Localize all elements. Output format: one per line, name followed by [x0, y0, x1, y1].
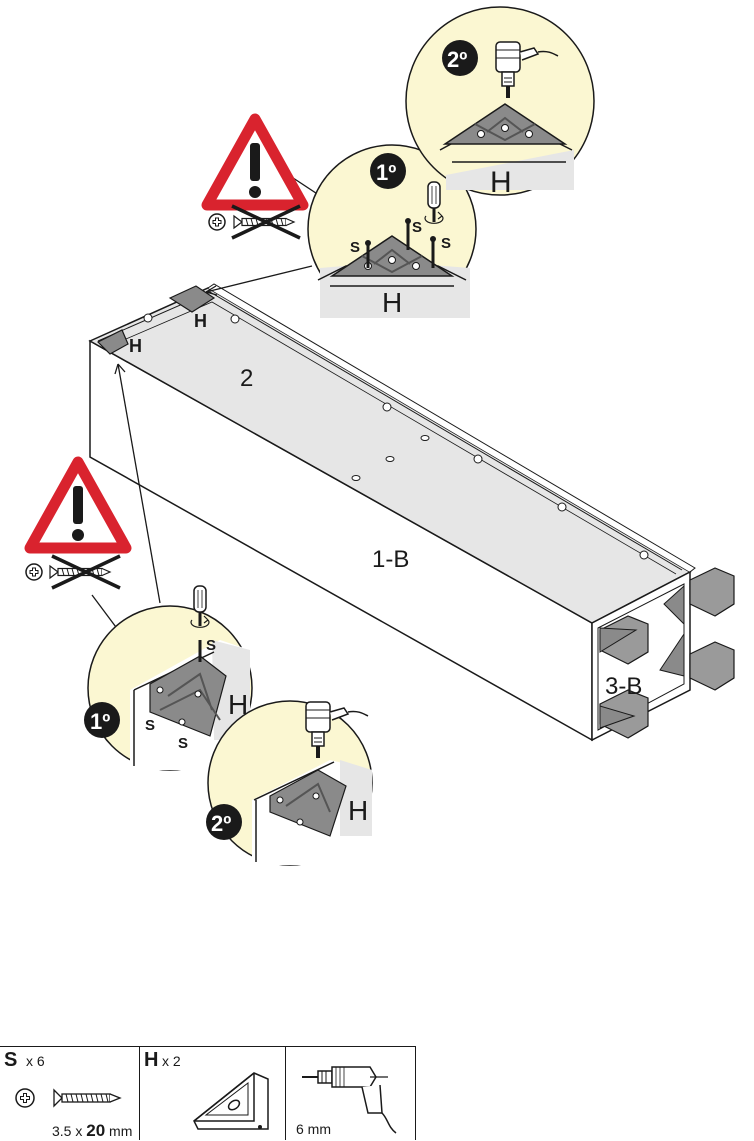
hardware-legend: S x 6 3.5 x 20 mm H x 2	[0, 1046, 416, 1140]
screw-qty: x 6	[26, 1053, 45, 1069]
corner-bracket-icon	[193, 1072, 269, 1130]
legend-drill-cell: 6 mm	[286, 1047, 416, 1140]
svg-text:S: S	[441, 235, 451, 252]
svg-text:H: H	[490, 166, 512, 199]
warning-sign-top	[207, 119, 303, 240]
screw-size: 3.5 x 20 mm	[52, 1121, 133, 1140]
legend-bracket-cell: H x 2	[140, 1047, 286, 1140]
cam-fittings	[143, 313, 649, 560]
phillips-head-icon	[208, 213, 226, 231]
svg-text:S: S	[145, 717, 155, 734]
step-badge-1: 1º	[90, 709, 110, 734]
part-label-1b: 1-B	[372, 546, 409, 573]
screw-code: S	[4, 1049, 18, 1071]
prohibited-cross-icon	[51, 554, 121, 590]
step-badge-2: 2º	[211, 811, 231, 836]
bracket-code: H	[144, 1049, 159, 1071]
step-badge-1: 1º	[376, 160, 396, 185]
warning-sign-bottom	[25, 462, 126, 590]
screw-icon	[15, 1088, 122, 1108]
warning-icon	[207, 119, 303, 205]
dowel-holes	[351, 435, 430, 481]
svg-text:S: S	[206, 637, 216, 654]
callout-upper-step1: S S S H 1º	[307, 144, 477, 318]
svg-text:S: S	[178, 735, 188, 752]
drill-size: 6 mm	[296, 1121, 331, 1137]
callout-lower-step2: H 2º	[206, 700, 373, 866]
part-label-3b: 3-B	[605, 673, 642, 700]
phillips-head-icon	[25, 563, 43, 581]
svg-text:S: S	[350, 239, 360, 256]
end-frame-3b	[591, 567, 735, 742]
svg-text:S: S	[412, 219, 422, 236]
legend-screw-cell: S x 6 3.5 x 20 mm	[0, 1047, 140, 1140]
bracket-qty: x 2	[162, 1053, 181, 1069]
part-label-2: 2	[240, 365, 253, 392]
callout-lower-step1: S S S H 1º	[84, 585, 253, 771]
label-h-left: H	[129, 336, 142, 356]
warning-icon	[30, 462, 126, 548]
prohibited-cross-icon	[231, 204, 301, 240]
callout-upper-step2: H 2º	[405, 6, 595, 199]
bracket-h-top	[96, 285, 216, 355]
step-badge-2: 2º	[447, 47, 467, 72]
label-h-top: H	[194, 311, 207, 331]
svg-text:H: H	[348, 795, 368, 826]
cabinet-assembly: H H 2 1-B 3-B	[88, 283, 735, 742]
svg-text:H: H	[382, 287, 402, 318]
drill-icon	[302, 1066, 397, 1134]
svg-text:H: H	[228, 689, 248, 720]
